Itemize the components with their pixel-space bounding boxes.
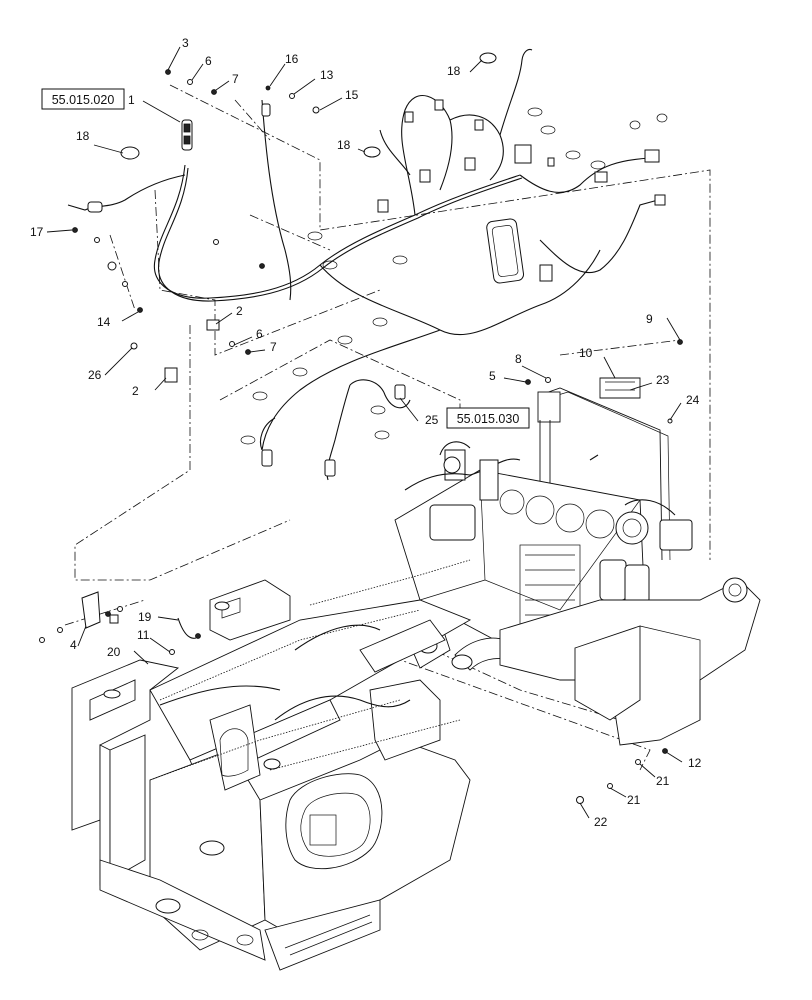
callout-13: 13 bbox=[320, 68, 334, 82]
lower-carrier bbox=[264, 899, 381, 971]
reference-box-55-015-020[interactable]: 55.015.020 bbox=[41, 88, 125, 110]
connector-pin-icon bbox=[183, 123, 191, 133]
callout-20: 20 bbox=[107, 645, 121, 659]
callout-19: 19 bbox=[138, 610, 152, 624]
callout-3: 3 bbox=[182, 36, 189, 50]
callout-2: 2 bbox=[132, 384, 139, 398]
callout-22: 22 bbox=[594, 815, 608, 829]
grommet-icon bbox=[120, 146, 140, 160]
callout-labels: 3 6 7 16 13 15 18 1 18 18 17 14 2 6 7 26… bbox=[30, 36, 702, 829]
callout-18: 18 bbox=[447, 64, 461, 78]
callout-9: 9 bbox=[646, 312, 653, 326]
callout-16: 16 bbox=[285, 52, 299, 66]
callout-18: 18 bbox=[337, 138, 351, 152]
harness-connectors bbox=[87, 99, 666, 477]
callout-6: 6 bbox=[205, 54, 212, 68]
mount-hole-icon bbox=[199, 840, 225, 856]
connector-icon bbox=[419, 169, 431, 183]
bracket-icon bbox=[206, 319, 220, 331]
main-wiring-harness bbox=[67, 48, 659, 481]
relay-icon bbox=[514, 144, 532, 164]
counterweight-bracket bbox=[574, 625, 641, 721]
upper-mount-bracket bbox=[209, 579, 291, 641]
callout-14: 14 bbox=[97, 315, 111, 329]
leader-lines bbox=[46, 46, 683, 819]
connector-icon bbox=[644, 149, 660, 163]
bracket-4-icon bbox=[81, 591, 101, 629]
pivot-eye-icon bbox=[722, 577, 748, 603]
callout-15: 15 bbox=[345, 88, 359, 102]
filter-housing-icon bbox=[429, 504, 476, 541]
callout-25: 25 bbox=[425, 413, 439, 427]
callout-26: 26 bbox=[88, 368, 102, 382]
grommet-icon bbox=[479, 52, 497, 64]
callout-8: 8 bbox=[515, 352, 522, 366]
front-pillar bbox=[209, 704, 261, 791]
callout-21: 21 bbox=[656, 774, 670, 788]
callout-6: 6 bbox=[256, 327, 263, 341]
fasteners bbox=[39, 69, 683, 804]
callout-12: 12 bbox=[688, 756, 702, 770]
callout-11: 11 bbox=[137, 628, 150, 642]
grommet-icon bbox=[363, 146, 381, 158]
callout-4: 4 bbox=[70, 638, 77, 652]
mount-plate-icon bbox=[537, 391, 561, 423]
chassis-frame bbox=[71, 559, 761, 971]
bracket-icon bbox=[164, 367, 178, 383]
callout-10: 10 bbox=[579, 346, 593, 360]
bracket-icon bbox=[599, 377, 641, 399]
grommets bbox=[120, 52, 668, 445]
turbocharger-icon bbox=[615, 511, 649, 545]
callout-21: 21 bbox=[627, 793, 641, 807]
callout-18: 18 bbox=[76, 129, 90, 143]
callout-1: 1 bbox=[128, 93, 135, 107]
reference-label: 55.015.030 bbox=[457, 412, 520, 426]
reference-box-55-015-030[interactable]: 55.015.030 bbox=[446, 407, 530, 429]
callout-2: 2 bbox=[236, 304, 243, 318]
callout-5: 5 bbox=[489, 369, 496, 383]
callout-24: 24 bbox=[686, 393, 700, 407]
callout-7: 7 bbox=[270, 340, 277, 354]
callout-7: 7 bbox=[232, 72, 239, 86]
control-module-icon bbox=[486, 218, 525, 284]
callout-17: 17 bbox=[30, 225, 44, 239]
reference-label: 55.015.020 bbox=[52, 93, 115, 107]
callout-23: 23 bbox=[656, 373, 670, 387]
